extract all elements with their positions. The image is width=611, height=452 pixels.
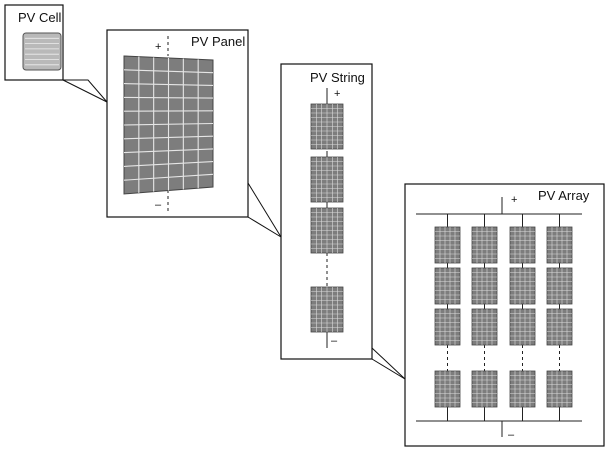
pv-module-icon xyxy=(434,267,461,305)
pv-module-icon xyxy=(434,226,461,264)
pv-cell-icon xyxy=(22,32,62,71)
pv-module-icon xyxy=(434,308,461,346)
pv-module-icon xyxy=(310,156,344,203)
pv-panel-label: PV Panel xyxy=(191,34,245,49)
pv-module-icon xyxy=(509,308,536,346)
pv-array-column-wires xyxy=(447,214,560,421)
callout-string-to-array-bottom xyxy=(371,358,406,380)
pv-panel-grid-line xyxy=(123,161,214,167)
pv-module-icon xyxy=(310,207,344,254)
pv-module-icon xyxy=(471,267,498,305)
pv-module-icon xyxy=(509,226,536,264)
pv-string-minus: – xyxy=(331,335,338,347)
pv-panel-grid-line xyxy=(123,173,214,181)
pv-panel-plus: + xyxy=(155,41,161,53)
pv-panel-grid-line xyxy=(123,122,214,126)
pv-module-icon xyxy=(471,226,498,264)
pv-array-plus: + xyxy=(511,194,517,206)
pv-panel-cell-grid xyxy=(123,56,214,193)
pv-string-group: PV String + – xyxy=(280,63,373,360)
pv-string-modules xyxy=(310,103,344,333)
pv-panel-grid-line xyxy=(123,96,214,99)
pv-module-icon xyxy=(546,370,573,408)
pv-panel-grid-line xyxy=(123,135,214,140)
callout-cell-to-panel xyxy=(62,79,108,103)
pv-panel-group: PV Panel + – xyxy=(106,29,249,218)
pv-module-icon xyxy=(471,308,498,346)
pv-array-label: PV Array xyxy=(538,188,590,203)
pv-module-icon xyxy=(310,103,344,150)
pv-array-modules xyxy=(434,226,573,408)
pv-cell-busbars xyxy=(25,37,59,66)
pv-module-icon xyxy=(434,370,461,408)
pv-array-group: PV Array + – xyxy=(404,183,605,447)
pv-module-icon xyxy=(546,226,573,264)
callout-string-to-array xyxy=(371,347,406,380)
pv-panel-grid-line xyxy=(123,83,214,86)
pv-cell-group: PV Cell xyxy=(4,4,64,81)
callout-panel-to-string xyxy=(247,182,282,238)
pv-panel-grid-line xyxy=(123,69,214,74)
pv-array-minus: – xyxy=(508,429,515,441)
pv-module-icon xyxy=(509,267,536,305)
pv-string-label: PV String xyxy=(310,70,365,85)
pv-panel-grid-line xyxy=(123,148,214,154)
pv-module-icon xyxy=(546,267,573,305)
pv-string-plus: + xyxy=(334,88,340,100)
callout-lines xyxy=(62,79,406,380)
callout-panel-to-string-bottom xyxy=(247,216,282,238)
pv-cell-label: PV Cell xyxy=(18,10,61,25)
pv-module-icon xyxy=(509,370,536,408)
pv-module-icon xyxy=(310,286,344,333)
callout-cell-to-panel-top xyxy=(63,79,108,103)
pv-panel-minus: – xyxy=(155,199,162,211)
pv-module-icon xyxy=(471,370,498,408)
pv-module-icon xyxy=(546,308,573,346)
